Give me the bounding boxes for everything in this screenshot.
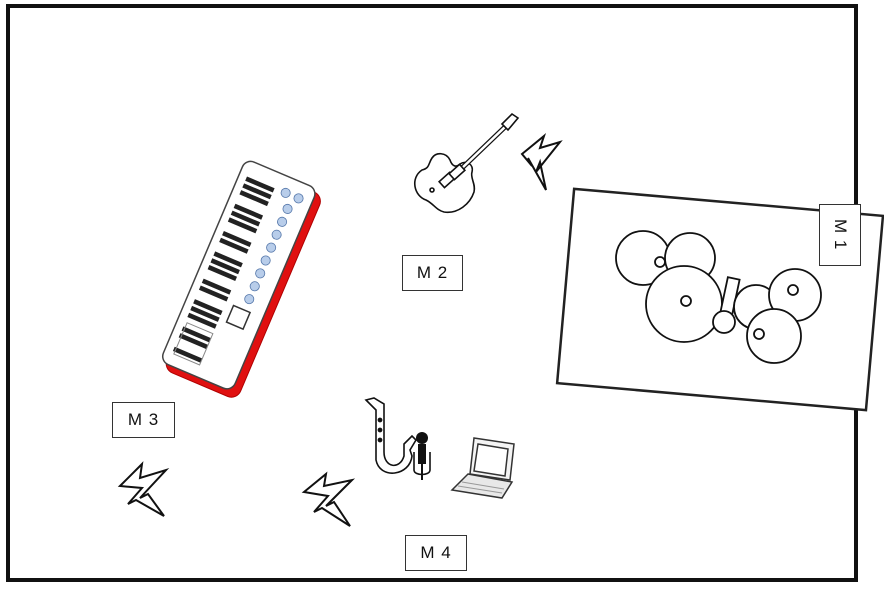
black-key: [190, 305, 220, 322]
knob: [260, 255, 271, 266]
black-key: [213, 251, 243, 268]
lightning-icon: [117, 461, 170, 517]
knob: [293, 193, 304, 204]
saxophone-icon: [364, 397, 418, 474]
pitch-panel: [173, 322, 214, 366]
knob: [244, 294, 255, 305]
black-key: [178, 333, 209, 350]
black-key: [187, 312, 217, 329]
knob: [282, 203, 293, 214]
black-key: [201, 278, 232, 295]
black-key: [230, 210, 261, 227]
drum-kit-icon: [615, 230, 822, 364]
knob: [271, 229, 282, 240]
knob: [255, 268, 266, 279]
monitor-label-m2: M 2: [402, 255, 463, 291]
black-key: [207, 265, 238, 282]
monitor-label-m3: M 3: [112, 402, 175, 438]
monitor-label-m1: M 1: [819, 204, 861, 266]
black-key: [181, 326, 211, 343]
black-key: [210, 258, 240, 275]
black-key: [245, 176, 275, 193]
laptop-icon: [450, 437, 515, 499]
microphone-icon: [413, 432, 431, 480]
black-key: [222, 230, 252, 247]
black-key: [198, 285, 229, 302]
screen-square: [225, 304, 252, 331]
black-key: [227, 217, 258, 234]
black-key: [193, 299, 223, 316]
black-key: [219, 237, 249, 254]
knob: [249, 281, 260, 292]
lightning-icon: [301, 471, 356, 527]
black-key: [242, 183, 272, 200]
knob: [277, 216, 288, 227]
knob: [280, 187, 291, 198]
black-key: [172, 346, 203, 363]
knob: [266, 242, 277, 253]
black-key: [233, 203, 264, 220]
lightning-icon: [520, 133, 563, 191]
knob-column: [244, 187, 304, 305]
black-key: [239, 190, 269, 207]
monitor-label-m4: M 4: [405, 535, 467, 571]
electric-guitar-icon: [414, 112, 520, 214]
keyboard-synth-icon: [161, 160, 321, 398]
keybed: [172, 176, 275, 363]
